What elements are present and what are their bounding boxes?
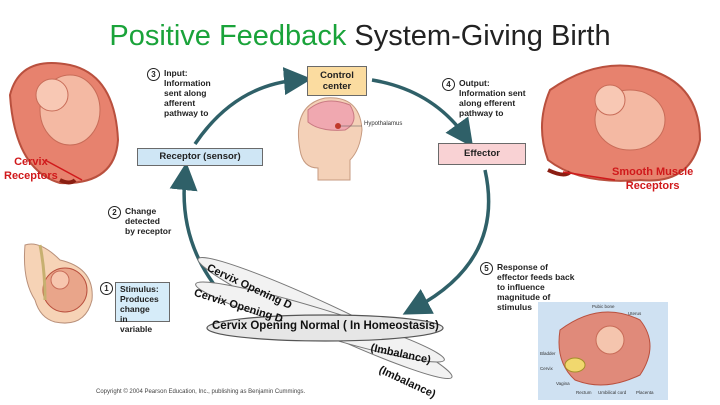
step-3: 3 Input: Information sent along afferent … [147, 68, 211, 118]
copyright-text: Copyright © 2004 Pearson Education, Inc.… [96, 389, 306, 395]
smooth-muscle-pointer-line [562, 171, 616, 181]
step-2-number: 2 [108, 206, 121, 219]
arrow-control-to-effector [371, 78, 474, 148]
effector-box: Effector [438, 143, 526, 165]
anatomy-label-umbilical: Umbilical cord [598, 390, 627, 395]
imbalance-ellipses [195, 256, 453, 380]
arrow-receptor-to-control [193, 67, 312, 145]
cervix-receptors-label: Cervix Receptors [4, 156, 58, 182]
step-5-text: Response of effector feeds back to influ… [497, 262, 575, 312]
anatomy-label-vagina: Vagina [556, 381, 570, 386]
title-highlight: Positive Feedback [109, 20, 347, 52]
head-brain-image [297, 97, 363, 181]
cervix-pointer-line [44, 159, 83, 181]
step-4: 4 Output: Information sent along efferent… [442, 78, 526, 118]
anatomy-label-rectum: Rectum [576, 390, 592, 395]
step-2: 2 Change detected by receptor [108, 206, 171, 236]
step-5-number: 5 [480, 262, 493, 275]
anatomy-label-uterus: Uterus [628, 311, 642, 316]
page-title: Positive Feedback System-Giving Birth [0, 20, 720, 53]
step-3-number: 3 [147, 68, 160, 81]
birth-anatomy-image [538, 302, 668, 400]
step-1-number: 1 [100, 282, 113, 295]
pregnant-section-image [24, 243, 93, 324]
uterus-right-image [540, 64, 702, 182]
cervix-normal-label: Cervix Opening Normal ( In Homeostasis) [212, 320, 439, 332]
step-3-text: Input: Information sent along afferent p… [164, 68, 211, 118]
anatomy-label-placenta: Placenta [636, 390, 654, 395]
anatomy-label-cervix: Cervix [540, 366, 553, 371]
receptor-box: Receptor (sensor) [137, 148, 263, 166]
step-4-text: Output: Information sent along efferent … [459, 78, 526, 118]
step-1-text: Stimulus: Produces change in variable [120, 284, 159, 334]
anatomy-label-pubic: Pubic bone [592, 304, 615, 309]
title-rest: System-Giving Birth [346, 20, 611, 52]
smooth-muscle-receptors-label: Smooth Muscle Receptors [612, 166, 694, 192]
control-center-box: Control center [307, 66, 367, 96]
hypothalamus-label: Hypothalamus [364, 121, 403, 127]
step-5: 5 Response of effector feeds back to infl… [480, 262, 574, 312]
step-2-text: Change detected by receptor [125, 206, 172, 236]
arrow-effector-to-stimulus [402, 169, 491, 315]
uterus-left-image [8, 62, 120, 185]
step-1: 1 Stimulus: Produces change in variable [100, 282, 159, 334]
anatomy-label-bladder: Bladder [540, 351, 556, 356]
step-4-number: 4 [442, 78, 455, 91]
stimulus-box [115, 282, 170, 322]
